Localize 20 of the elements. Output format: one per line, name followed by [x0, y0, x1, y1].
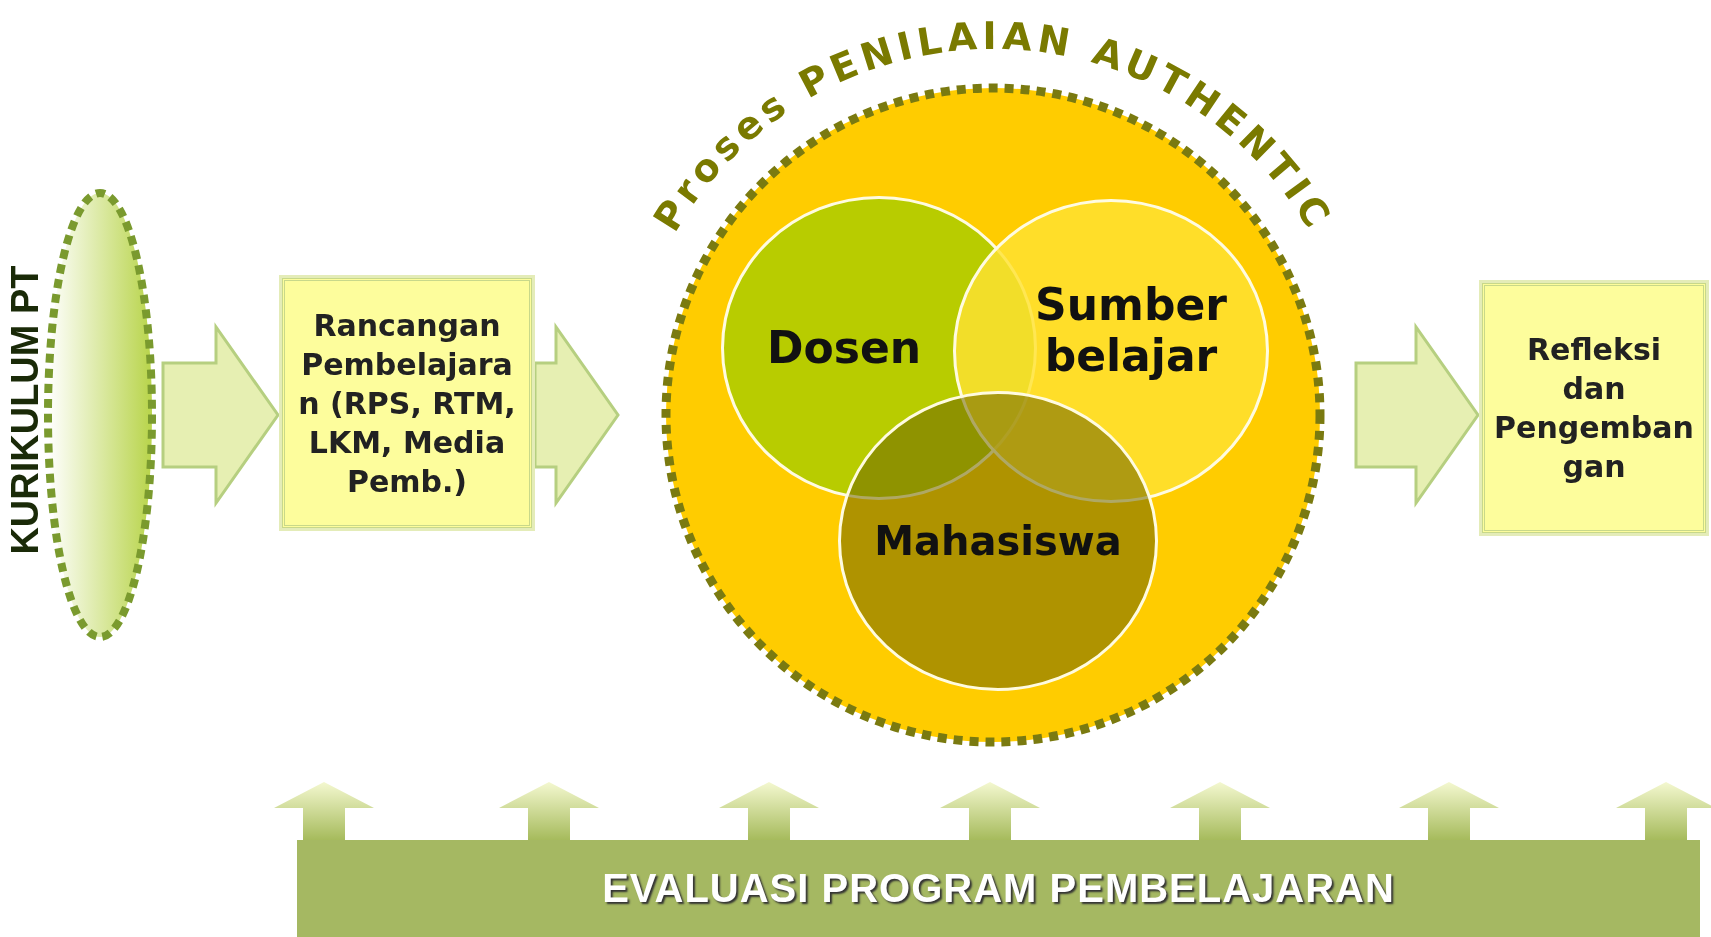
block-arrow — [499, 782, 599, 840]
block-arrow — [1399, 782, 1499, 840]
box-text: Rancangan Pembelajaran (RPS, RTM, LKM, Media Pemb.) — [297, 306, 517, 501]
circle-label: Mahasiswa — [874, 518, 1122, 564]
block-arrow — [719, 782, 819, 840]
block-arrow — [1170, 782, 1270, 840]
block-arrow — [533, 322, 620, 508]
block-arrow — [1354, 322, 1480, 508]
block-arrow — [161, 322, 280, 508]
block-arrow — [940, 782, 1040, 840]
banner-bar — [297, 840, 1700, 937]
block-arrow — [1616, 782, 1711, 840]
vertical-label: KURIKULUM PT — [5, 264, 45, 557]
text-box — [282, 278, 532, 528]
block-arrow — [274, 782, 374, 840]
box-text: Refleksi dan Pengembangan — [1493, 331, 1695, 486]
banner-text: EVALUASI PROGRAM PEMBELAJARAN — [602, 866, 1395, 911]
circle-label: Dosen — [766, 322, 922, 374]
text-box — [1482, 283, 1706, 533]
circle-label: Sumber belajar — [1034, 280, 1228, 382]
